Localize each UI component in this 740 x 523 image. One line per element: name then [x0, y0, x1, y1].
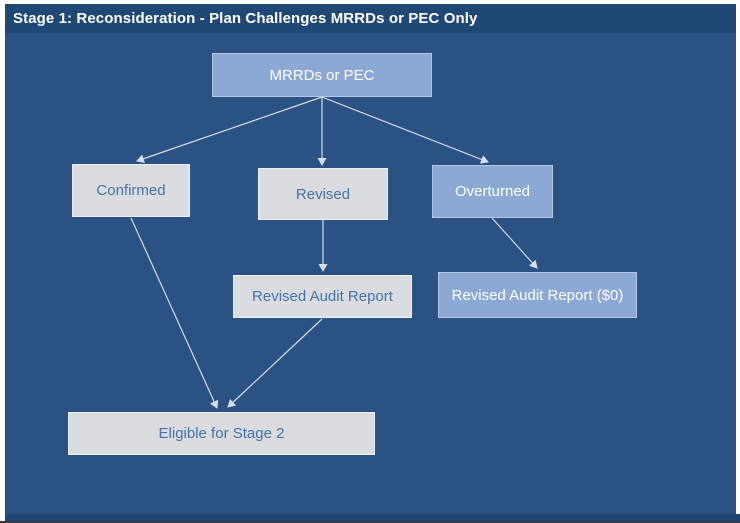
node-label: Overturned	[454, 183, 531, 200]
node-label: MRRDs or PEC	[269, 66, 375, 84]
node-confirmed: Confirmed	[72, 164, 190, 217]
node-label: Revised Audit Report	[252, 288, 393, 305]
node-label: Eligible for Stage 2	[158, 425, 285, 442]
node-label: Revised	[295, 185, 351, 203]
page-title: Stage 1: Reconsideration - Plan Challeng…	[13, 10, 478, 27]
node-label: Confirmed	[96, 182, 166, 199]
node-eligible-for-stage-2: Eligible for Stage 2	[68, 412, 375, 455]
window-bottom-edge	[0, 521, 740, 523]
node-revised-audit-report-zero: Revised Audit Report ($0)	[438, 272, 637, 318]
node-mrrds-or-pec: MRRDs or PEC	[212, 53, 432, 97]
node-revised-audit-report: Revised Audit Report	[233, 275, 412, 318]
node-label: Revised Audit Report ($0)	[451, 286, 624, 304]
footer-bar	[5, 514, 740, 521]
node-revised: Revised	[258, 168, 388, 220]
title-bar: Stage 1: Reconsideration - Plan Challeng…	[5, 4, 736, 33]
node-overturned: Overturned	[432, 165, 553, 218]
